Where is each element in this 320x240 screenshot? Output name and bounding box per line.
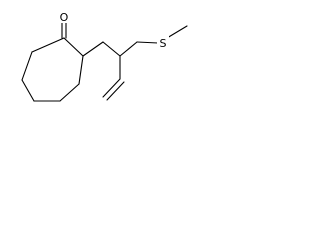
vinyl-double-bond-b [106,81,125,101]
oxygen-atom: O [58,10,70,24]
vinyl-double-bond-a [102,78,121,98]
cycloheptane-ring [21,37,84,102]
ring-bond-1 [63,37,84,57]
chain-bond-1 [82,41,104,57]
ring-bond-3 [59,83,80,102]
ring-bond-2 [78,55,84,85]
side-chain [82,25,188,57]
chain-bond-5 [166,25,188,39]
chain-bond-3 [119,41,138,57]
ring-bond-7 [31,37,65,53]
carbonyl-double-bond [61,20,67,39]
oxygen-label: O [60,11,69,24]
ring-bond-5 [21,79,35,102]
chemical-structure-diagram: O S [21,10,188,102]
vinyl-group [102,55,125,101]
chain-bond-4 [136,41,159,44]
sulfur-atom: S [157,36,169,50]
ring-bond-6 [21,51,33,81]
sulfur-label: S [160,37,167,50]
chain-bond-2 [102,41,121,57]
